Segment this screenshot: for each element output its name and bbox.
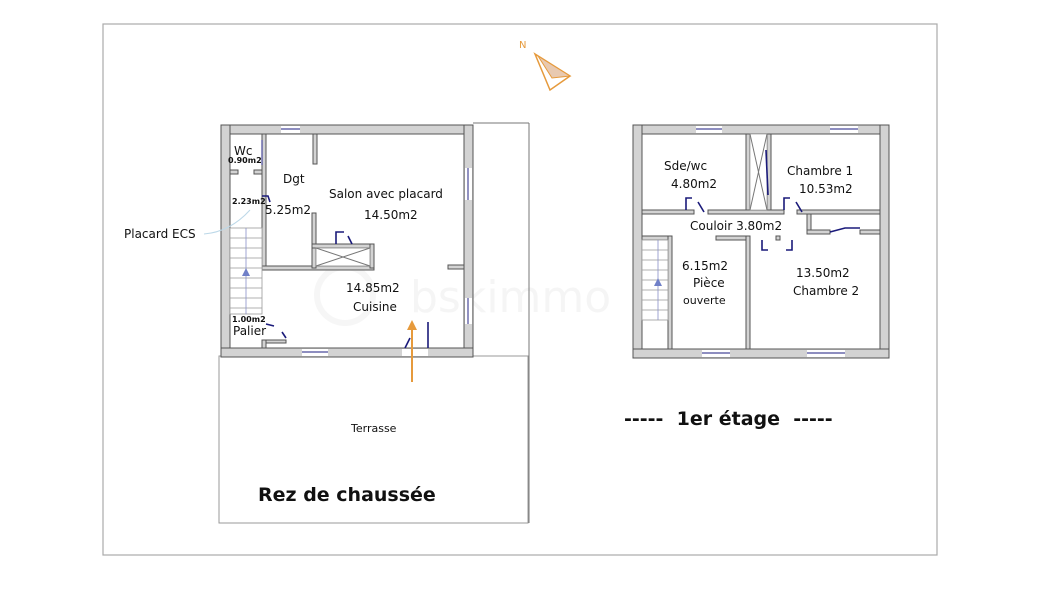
stair-arrow-icon <box>242 268 250 276</box>
label-salon: Salon avec placard <box>329 187 443 201</box>
area-placard-ecs: 2.23m2 <box>232 197 266 206</box>
label-chambre-2: Chambre 2 <box>793 284 859 298</box>
staircase <box>229 227 263 315</box>
area-dgt: 5.25m2 <box>265 203 311 217</box>
north-compass-icon: N <box>519 40 572 92</box>
label-ouverte: ouverte <box>683 294 726 307</box>
area-salon: 14.50m2 <box>364 208 418 222</box>
first-floor-plan: Sde/wc 4.80m2 Chambre 1 10.53m2 Couloir … <box>624 124 890 430</box>
first-floor-title: ----- 1er étage ----- <box>624 408 833 430</box>
label-cuisine: Cuisine <box>353 300 397 314</box>
svg-text:bskimmo: bskimmo <box>410 272 611 323</box>
label-chambre-1: Chambre 1 <box>787 164 853 178</box>
label-dgt: Dgt <box>283 172 305 186</box>
label-piece: Pièce <box>693 276 725 290</box>
area-wc: 0.90m2 <box>228 156 262 165</box>
label-wc: Wc <box>234 144 252 158</box>
label-placard-ecs: Placard ECS <box>124 227 196 241</box>
svg-text:N: N <box>519 40 526 51</box>
area-cuisine: 14.85m2 <box>346 281 400 295</box>
area-palier: 1.00m2 <box>232 315 266 324</box>
label-terrasse: Terrasse <box>350 422 397 435</box>
area-chambre-2: 13.50m2 <box>796 266 850 280</box>
area-sde-wc: 4.80m2 <box>671 177 717 191</box>
label-palier: Palier <box>233 324 266 338</box>
label-couloir: Couloir 3.80m2 <box>690 219 782 233</box>
ground-floor-title: Rez de chaussée <box>258 484 436 506</box>
area-piece-ouverte: 6.15m2 <box>682 259 728 273</box>
entrance-arrow-icon <box>407 320 417 382</box>
label-sde-wc: Sde/wc <box>664 159 707 173</box>
staircase-first-floor <box>641 239 669 321</box>
ground-floor-plan: Placard ECS Wc 0.90m2 2.23m2 Dgt 5.25m2 … <box>124 122 530 524</box>
area-chambre-1: 10.53m2 <box>799 182 853 196</box>
stair-arrow-icon <box>654 278 662 286</box>
